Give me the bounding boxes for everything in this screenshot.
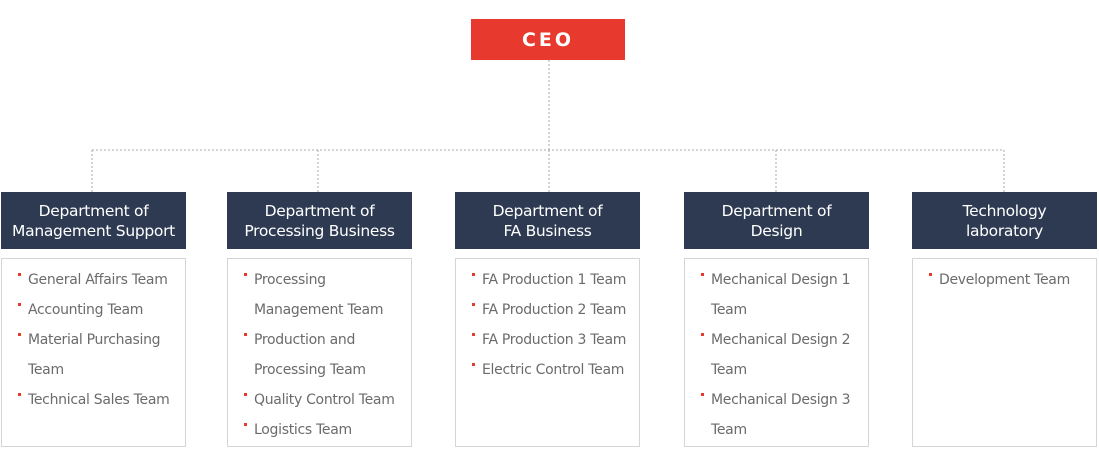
team-label: General Affairs Team (28, 272, 168, 288)
team-label: FA Production 1 Team (482, 272, 627, 288)
ceo-box: CEO (471, 19, 625, 60)
team-item: Electric Control Team (472, 355, 631, 385)
dept-name-line: Design (750, 221, 803, 240)
bullet-icon (472, 363, 475, 366)
team-label: Quality Control Team (254, 392, 395, 408)
bullet-icon (18, 393, 21, 396)
team-label: Development Team (939, 272, 1070, 288)
bullet-icon (472, 273, 475, 276)
team-label-cont: Team (711, 362, 747, 378)
dept-name-line: Department of (38, 201, 149, 220)
team-item: Development Team (929, 265, 1088, 295)
team-label: Electric Control Team (482, 362, 625, 378)
team-list-management-support: General Affairs Team Accounting Team Mat… (1, 258, 186, 447)
team-list-technology-laboratory: Development Team (912, 258, 1097, 447)
bullet-icon (701, 273, 704, 276)
team-item: Mechanical Design 2 Team (701, 325, 860, 385)
team-item: FA Production 2 Team (472, 295, 631, 325)
dept-fa-business: Department of FA Business (455, 192, 640, 249)
team-item: Accounting Team (18, 295, 177, 325)
dept-name-line: FA Business (503, 221, 592, 240)
bullet-icon (244, 273, 247, 276)
dept-name-line: Department of (721, 201, 832, 220)
team-list-fa-business: FA Production 1 Team FA Production 2 Tea… (455, 258, 640, 447)
team-item: Quality Control Team (244, 385, 403, 415)
team-item: FA Production 1 Team (472, 265, 631, 295)
team-item: General Affairs Team (18, 265, 177, 295)
bullet-icon (701, 393, 704, 396)
team-label: Mechanical Design 3 (711, 392, 851, 408)
team-label: Material Purchasing (28, 332, 161, 348)
team-label: Mechanical Design 2 (711, 332, 851, 348)
team-item: FA Production 3 Team (472, 325, 631, 355)
team-label: Processing (254, 272, 326, 288)
team-item: Mechanical Design 3 Team (701, 385, 860, 445)
team-label: Technical Sales Team (28, 392, 170, 408)
dept-name-line: Department of (264, 201, 375, 220)
team-item: Mechanical Design 1 Team (701, 265, 860, 325)
bullet-icon (18, 303, 21, 306)
team-label: Accounting Team (28, 302, 144, 318)
dept-name-line: laboratory (965, 221, 1044, 240)
team-item: Technical Sales Team (18, 385, 177, 415)
team-label-cont: Team (28, 362, 64, 378)
team-label-cont: Team (711, 422, 747, 438)
bullet-icon (18, 273, 21, 276)
team-label: Logistics Team (254, 422, 352, 438)
dept-processing-business: Department of Processing Business (227, 192, 412, 249)
team-label-cont: Processing Team (254, 362, 366, 378)
team-label-cont: Team (711, 302, 747, 318)
team-label: Mechanical Design 1 (711, 272, 851, 288)
bullet-icon (701, 333, 704, 336)
bullet-icon (244, 393, 247, 396)
dept-design: Department of Design (684, 192, 869, 249)
bullet-icon (18, 333, 21, 336)
ceo-label: CEO (521, 28, 575, 51)
bullet-icon (244, 333, 247, 336)
team-list-design: Mechanical Design 1 Team Mechanical Desig… (684, 258, 869, 447)
dept-technology-laboratory: Technology laboratory (912, 192, 1097, 249)
team-label-cont: Management Team (254, 302, 384, 318)
team-item: Logistics Team (244, 415, 403, 445)
dept-name-line: Processing Business (244, 221, 395, 240)
dept-name-line: Department of (492, 201, 603, 220)
bullet-icon (244, 423, 247, 426)
team-label: Production and (254, 332, 356, 348)
dept-name-line: Technology (962, 201, 1047, 220)
dept-name-line: Management Support (12, 221, 175, 240)
team-label: FA Production 3 Team (482, 332, 627, 348)
bullet-icon (472, 303, 475, 306)
team-label: FA Production 2 Team (482, 302, 627, 318)
bullet-icon (472, 333, 475, 336)
dept-management-support: Department of Management Support (1, 192, 186, 249)
bullet-icon (929, 273, 932, 276)
